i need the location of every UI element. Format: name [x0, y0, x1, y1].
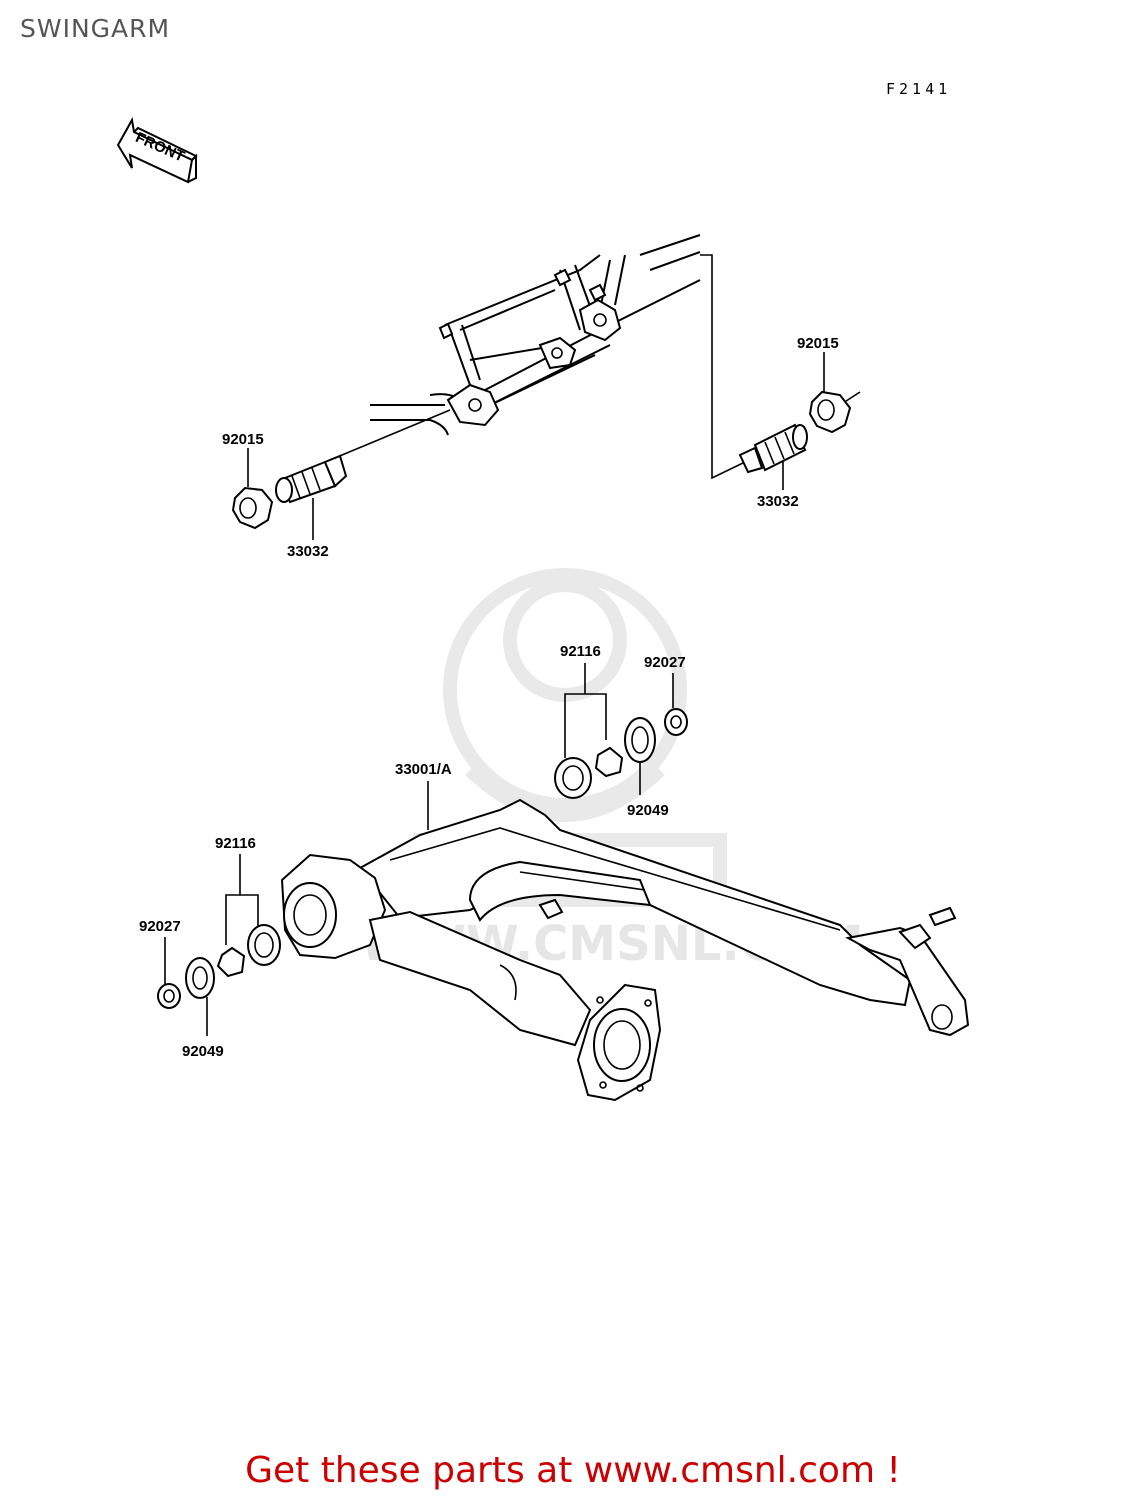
- nut-left: 92015: [222, 431, 274, 530]
- nut-right: 92015: [797, 335, 852, 434]
- bearing-left: 92116: [215, 835, 281, 978]
- cap-top: 92027: [644, 654, 688, 736]
- seal-left-label: 92049: [182, 1043, 224, 1060]
- nut-left-label: 92015: [222, 431, 264, 448]
- seal-top-label: 92049: [627, 802, 669, 819]
- bearing-top: 92116: [554, 643, 624, 799]
- bearing-top-label: 92116: [560, 643, 601, 660]
- cap-left: 92027: [139, 918, 181, 1009]
- pivot-shaft-left-label: 33032: [287, 543, 329, 560]
- footer-link[interactable]: Get these parts at www.cmsnl.com !: [245, 1450, 901, 1491]
- pivot-shaft-left: 33032: [275, 454, 348, 560]
- pivot-shaft-right: 33032: [738, 423, 808, 510]
- seal-top: 92049: [624, 717, 669, 819]
- bearing-left-label: 92116: [215, 835, 256, 852]
- swingarm-label: 33001/A: [395, 761, 452, 778]
- nut-right-label: 92015: [797, 335, 839, 352]
- pivot-shaft-right-label: 33032: [757, 493, 799, 510]
- right-pivot-axis: [700, 254, 746, 480]
- page-title: SWINGARM: [20, 14, 171, 43]
- figure-code: F2141: [886, 80, 952, 98]
- frame-section: [370, 234, 701, 436]
- parts-diagram: WWW.CMSNL.COM FRONT: [116, 117, 970, 1102]
- cap-left-label: 92027: [139, 918, 181, 935]
- swingarm-body: 33001/A: [280, 761, 970, 1102]
- left-pivot-axis: [329, 409, 451, 461]
- seal-left: 92049: [182, 957, 224, 1060]
- front-arrow-icon: FRONT: [116, 117, 198, 184]
- cap-top-label: 92027: [644, 654, 686, 671]
